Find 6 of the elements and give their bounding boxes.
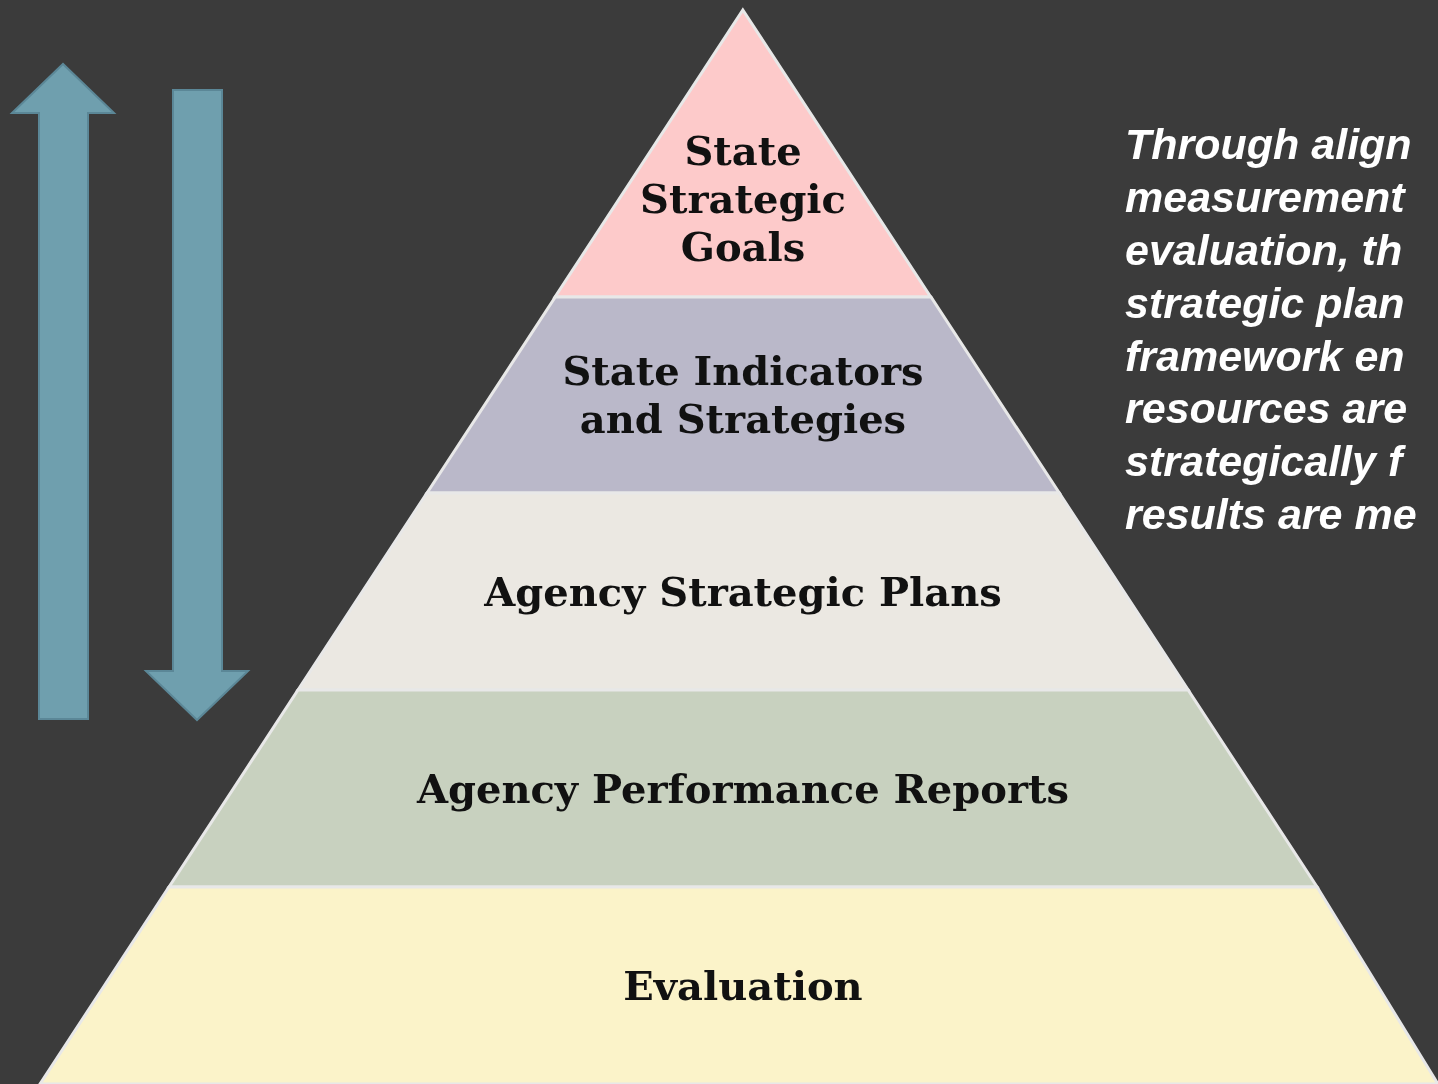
tier-label: Agency Strategic Plans [484, 567, 1002, 616]
tier-label: Evaluation [623, 961, 863, 1010]
note-text: Through align measurement evaluation, th strategic plan framework en resources are strategically f results are me [1125, 119, 1418, 541]
tier-label: State Strategic Goals [639, 126, 847, 271]
tier-label: State Indicators and Strategies [561, 347, 925, 443]
tier-label: Agency Performance Reports [416, 764, 1069, 813]
